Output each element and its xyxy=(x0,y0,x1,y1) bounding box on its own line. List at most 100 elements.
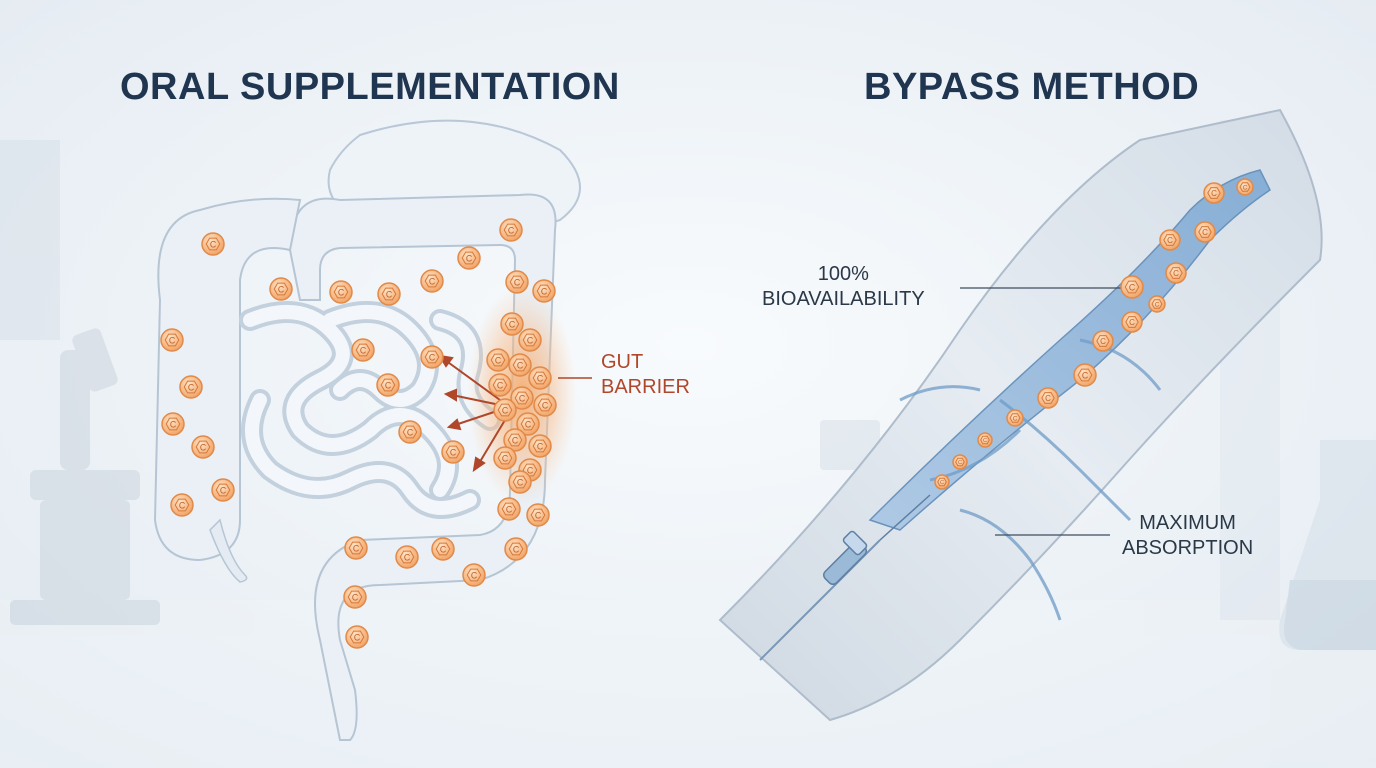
vitamin-c-molecule-icon: C xyxy=(201,232,225,256)
svg-text:C: C xyxy=(1100,337,1106,346)
svg-text:C: C xyxy=(170,419,177,429)
vitamin-c-molecule-icon: C xyxy=(508,470,532,494)
vitamin-c-molecule-icon: C xyxy=(398,420,422,444)
vitamin-c-molecule-icon: C xyxy=(1203,182,1225,204)
vitamin-c-molecule-icon: C xyxy=(344,536,368,560)
svg-text:C: C xyxy=(385,380,392,390)
vitamin-c-molecule-icon: C xyxy=(499,218,523,242)
vitamin-c-molecule-icon: C xyxy=(1148,295,1166,313)
svg-text:C: C xyxy=(450,447,457,457)
svg-text:C: C xyxy=(1155,301,1160,308)
title-oral-supplementation: ORAL SUPPLEMENTATION xyxy=(120,66,620,108)
vitamin-c-molecule-icon: C xyxy=(510,386,534,410)
vitamin-c-molecule-icon: C xyxy=(343,585,367,609)
svg-text:C: C xyxy=(502,405,509,415)
svg-text:C: C xyxy=(1167,236,1173,245)
svg-text:C: C xyxy=(1243,184,1248,191)
microscope-icon xyxy=(10,328,160,625)
svg-text:C: C xyxy=(404,552,411,562)
svg-text:C: C xyxy=(179,500,186,510)
vitamin-c-molecule-icon: C xyxy=(488,373,512,397)
maximum-absorption-label: MAXIMUM ABSORPTION xyxy=(1122,511,1253,561)
ascending-colon xyxy=(153,197,302,562)
maximum-absorption-label-line2: ABSORPTION xyxy=(1122,537,1254,559)
colon xyxy=(288,193,557,741)
vitamin-c-molecule-icon: C xyxy=(952,454,968,470)
svg-text:C: C xyxy=(352,592,359,602)
svg-text:C: C xyxy=(188,382,195,392)
svg-text:C: C xyxy=(542,400,549,410)
vitamin-c-molecule-icon: C xyxy=(518,328,542,352)
svg-text:C: C xyxy=(407,427,414,437)
vitamin-c-molecule-icon: C xyxy=(170,493,194,517)
svg-text:C: C xyxy=(1173,269,1179,278)
svg-text:C: C xyxy=(210,239,217,249)
vitamin-c-molecule-icon: C xyxy=(351,338,375,362)
gut-barrier-label: GUT BARRIER xyxy=(601,350,690,400)
svg-text:C: C xyxy=(517,360,524,370)
svg-text:C: C xyxy=(1045,394,1051,403)
svg-text:C: C xyxy=(1129,318,1135,327)
bioavailability-label-line1: 100% xyxy=(817,263,869,285)
vitamin-c-molecule-icon: C xyxy=(528,434,552,458)
svg-text:C: C xyxy=(541,286,548,296)
vitamin-c-molecule-icon: C xyxy=(179,375,203,399)
vitamin-c-molecule-icon: C xyxy=(493,446,517,470)
vitamin-c-molecule-icon: C xyxy=(1037,387,1059,409)
vitamin-c-molecule-icon: C xyxy=(420,345,444,369)
vitamin-c-molecule-icon: C xyxy=(516,412,540,436)
svg-text:C: C xyxy=(429,352,436,362)
svg-text:C: C xyxy=(502,453,509,463)
vitamin-c-molecule-icon: C xyxy=(462,563,486,587)
svg-text:C: C xyxy=(509,319,516,329)
svg-text:C: C xyxy=(535,510,542,520)
svg-text:C: C xyxy=(527,465,534,475)
svg-text:C: C xyxy=(1129,282,1136,292)
svg-text:C: C xyxy=(958,460,962,466)
svg-text:C: C xyxy=(1202,228,1208,237)
vitamin-c-molecule-icon: C xyxy=(486,348,510,372)
maximum-absorption-label-line1: MAXIMUM xyxy=(1139,512,1236,534)
rejection-arrows xyxy=(438,354,506,473)
vitamin-c-molecule-icon: C xyxy=(441,440,465,464)
vitamin-c-molecule-icon: C xyxy=(1236,178,1254,196)
iv-catheter xyxy=(759,494,931,661)
svg-text:C: C xyxy=(1013,415,1018,422)
vitamin-c-molecule-icon: C xyxy=(345,625,369,649)
svg-text:C: C xyxy=(386,289,393,299)
vitamin-c-molecule-icon: C xyxy=(503,428,527,452)
vitamin-c-molecule-icon: C xyxy=(395,545,419,569)
vitamin-c-molecule-icon: C xyxy=(1120,275,1144,299)
vitamin-c-molecule-icon: C xyxy=(528,366,552,390)
vitamin-c-molecule-icon: C xyxy=(497,497,521,521)
svg-text:C: C xyxy=(360,345,367,355)
gut-barrier-label-line1: GUT xyxy=(601,351,644,373)
svg-text:C: C xyxy=(1211,189,1217,198)
vitamin-c-molecule-icon: C xyxy=(533,393,557,417)
flask-icon xyxy=(1279,440,1376,650)
svg-text:C: C xyxy=(525,419,532,429)
svg-text:C: C xyxy=(353,543,360,553)
svg-text:C: C xyxy=(940,480,944,486)
vitamin-c-molecule-icon: C xyxy=(376,373,400,397)
vitamin-c-molecule-icon: C xyxy=(934,474,950,490)
vitamin-c-molecule-icon: C xyxy=(377,282,401,306)
svg-text:C: C xyxy=(466,253,473,263)
svg-text:C: C xyxy=(527,335,534,345)
svg-text:C: C xyxy=(278,284,285,294)
vitamin-c-molecule-icon: C xyxy=(211,478,235,502)
svg-text:C: C xyxy=(512,435,519,445)
vitamin-c-molecule-icon: C xyxy=(508,353,532,377)
title-bypass-method: BYPASS METHOD xyxy=(864,66,1200,108)
vitamin-c-molecule-icon: C xyxy=(1006,409,1024,427)
vitamin-c-molecule-icon: C xyxy=(457,246,481,270)
svg-text:C: C xyxy=(983,438,987,444)
svg-text:C: C xyxy=(338,287,345,297)
vitamin-c-molecule-icon: C xyxy=(532,279,556,303)
vitamin-c-molecule-icon: C xyxy=(1194,221,1216,243)
svg-text:C: C xyxy=(514,277,521,287)
